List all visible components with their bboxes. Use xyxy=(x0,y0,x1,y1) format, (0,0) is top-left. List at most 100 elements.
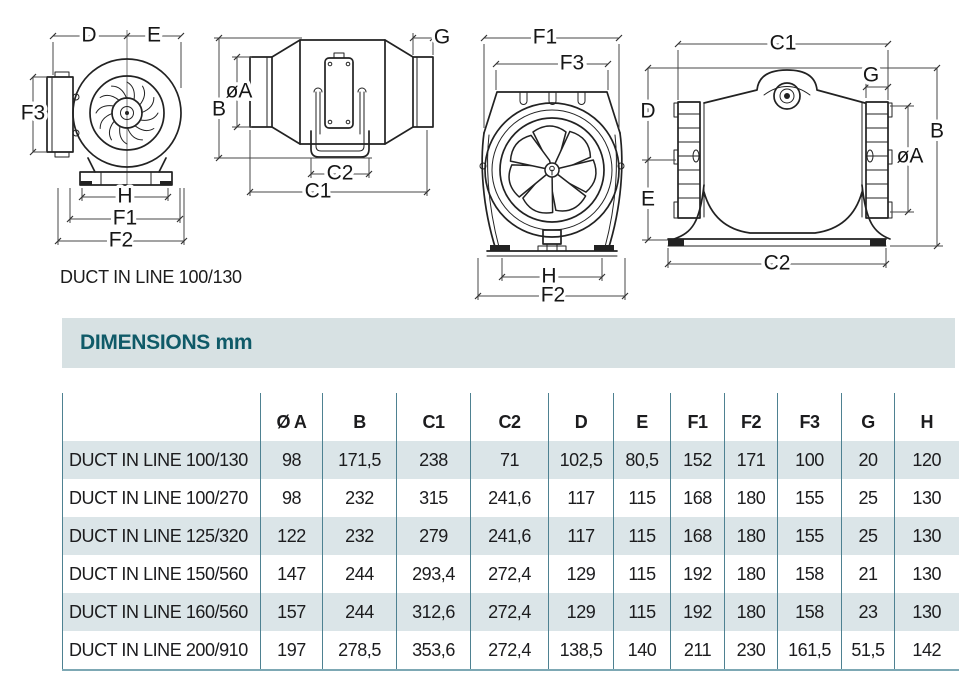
junction-box-side xyxy=(324,52,354,129)
value-cell: 25 xyxy=(841,479,895,517)
mounting-bracket xyxy=(79,157,173,186)
value-cell: 140 xyxy=(613,631,671,670)
end-view-drawing: D E F3 H F1 F2 DUCT IN LINE 100/130 xyxy=(17,20,242,287)
section-title: DIMENSIONS mm xyxy=(80,331,253,354)
clamp-bracket xyxy=(310,87,370,158)
dim-label-view4-c2: C2 xyxy=(764,252,791,275)
value-cell: 278,5 xyxy=(322,631,397,670)
value-cell: 25 xyxy=(841,517,895,555)
value-cell: 71 xyxy=(470,441,549,479)
front-view-drawing: F1 F3 H F2 xyxy=(474,22,629,310)
table-row: DUCT IN LINE 200/910 197 278,5 353,6 272… xyxy=(62,631,959,670)
value-cell: 155 xyxy=(777,479,842,517)
dim-lines-view4 xyxy=(642,40,943,268)
dim-lines-view3 xyxy=(474,34,629,300)
value-cell: 115 xyxy=(613,479,671,517)
value-cell: 102,5 xyxy=(548,441,614,479)
value-cell: 115 xyxy=(613,593,671,631)
dim-lines-view1 xyxy=(29,32,188,245)
value-cell: 272,4 xyxy=(470,555,549,593)
value-cell: 180 xyxy=(724,517,778,555)
model-name: DUCT IN LINE 200/910 xyxy=(62,631,261,670)
col-header-c2: C2 xyxy=(470,393,549,441)
dim-label-view4-b: B xyxy=(930,120,944,143)
value-cell: 158 xyxy=(777,555,842,593)
dim-label-view3-f1: F1 xyxy=(533,26,558,49)
dim-label-view2-b: B xyxy=(212,98,226,121)
dim-lines-view2 xyxy=(214,33,437,196)
value-cell: 122 xyxy=(260,517,323,555)
propeller-impeller xyxy=(508,125,597,214)
technical-drawings: D E F3 H F1 F2 DUCT IN LINE 100/130 xyxy=(0,0,970,312)
dim-label-view1-h: H xyxy=(117,185,132,208)
value-cell: 312,6 xyxy=(396,593,471,631)
fan-collar xyxy=(483,91,621,134)
value-cell: 147 xyxy=(260,555,323,593)
table-row: DUCT IN LINE 160/560 157 244 312,6 272,4… xyxy=(62,593,959,631)
dim-label-view3-f3: F3 xyxy=(560,52,585,75)
dim-label-view1-f3: F3 xyxy=(21,102,46,125)
value-cell: 315 xyxy=(396,479,471,517)
table-row: DUCT IN LINE 100/130 98 171,5 238 71 102… xyxy=(62,441,959,479)
base-feet xyxy=(667,184,891,247)
col-header-h: H xyxy=(894,393,959,441)
value-cell: 157 xyxy=(260,593,323,631)
dim-label-view1-d: D xyxy=(81,24,96,47)
value-cell: 115 xyxy=(613,517,671,555)
side-view-drawing: B øA G C2 C1 xyxy=(208,22,453,206)
value-cell: 211 xyxy=(670,631,725,670)
col-header-d: D xyxy=(548,393,614,441)
col-header-f3: F3 xyxy=(777,393,842,441)
value-cell: 120 xyxy=(894,441,959,479)
section-header-band: DIMENSIONS mm xyxy=(62,318,955,368)
dim-label-view2-dia: øA xyxy=(226,80,253,103)
dim-label-view4-g: G xyxy=(863,64,879,87)
dim-label-view4-dia: øA xyxy=(897,145,924,168)
value-cell: 353,6 xyxy=(396,631,471,670)
duct-body xyxy=(249,39,434,145)
value-cell: 244 xyxy=(322,593,397,631)
value-cell: 192 xyxy=(670,593,725,631)
value-cell: 238 xyxy=(396,441,471,479)
dim-label-view2-c1: C1 xyxy=(305,180,332,203)
corner-cell xyxy=(62,393,261,441)
value-cell: 192 xyxy=(670,555,725,593)
value-cell: 100 xyxy=(777,441,842,479)
dimensions-table: Ø A B C1 C2 D E F1 F2 F3 G H DUCT IN LIN… xyxy=(62,393,959,671)
dim-label-view3-f2: F2 xyxy=(541,284,566,307)
value-cell: 23 xyxy=(841,593,895,631)
value-cell: 158 xyxy=(777,593,842,631)
left-ribbed-connector xyxy=(673,101,705,219)
value-cell: 51,5 xyxy=(841,631,895,670)
col-header-c1: C1 xyxy=(396,393,471,441)
value-cell: 180 xyxy=(724,593,778,631)
right-ribbed-connector xyxy=(861,101,893,219)
model-name: DUCT IN LINE 150/560 xyxy=(62,555,261,593)
col-header-dia-a: Ø A xyxy=(260,393,323,441)
value-cell: 98 xyxy=(260,441,323,479)
model-name: DUCT IN LINE 100/130 xyxy=(62,441,261,479)
value-cell: 117 xyxy=(548,479,614,517)
dim-label-view4-d: D xyxy=(640,100,655,123)
value-cell: 272,4 xyxy=(470,593,549,631)
value-cell: 180 xyxy=(724,479,778,517)
value-cell: 130 xyxy=(894,593,959,631)
model-name: DUCT IN LINE 125/320 xyxy=(62,517,261,555)
dim-label-view1-f2: F2 xyxy=(109,229,134,252)
impeller xyxy=(95,81,159,145)
value-cell: 117 xyxy=(548,517,614,555)
value-cell: 142 xyxy=(894,631,959,670)
value-cell: 171,5 xyxy=(322,441,397,479)
value-cell: 21 xyxy=(841,555,895,593)
value-cell: 20 xyxy=(841,441,895,479)
value-cell: 130 xyxy=(894,555,959,593)
cable-gland xyxy=(542,229,562,252)
table-row: DUCT IN LINE 100/270 98 232 315 241,6 11… xyxy=(62,479,959,517)
value-cell: 293,4 xyxy=(396,555,471,593)
col-header-b: B xyxy=(322,393,397,441)
value-cell: 138,5 xyxy=(548,631,614,670)
col-header-f2: F2 xyxy=(724,393,778,441)
value-cell: 241,6 xyxy=(470,517,549,555)
drawing-caption: DUCT IN LINE 100/130 xyxy=(60,267,242,287)
large-side-view-drawing: C1 G D E øA B C2 xyxy=(637,28,948,278)
